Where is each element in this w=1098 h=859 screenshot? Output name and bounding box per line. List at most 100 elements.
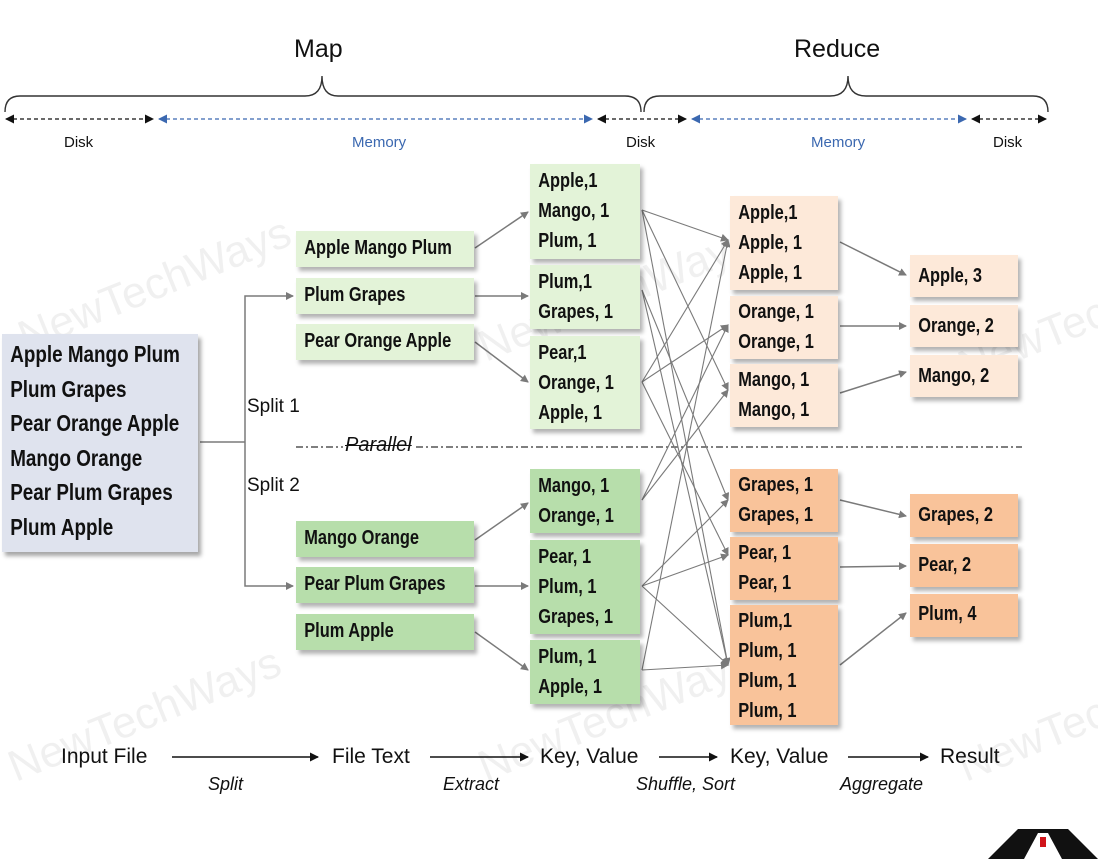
kv-pair: Orange, 1 bbox=[538, 505, 614, 527]
kv-pair: Apple, 1 bbox=[538, 402, 602, 424]
input-file-text: Apple Mango Plum Plum Grapes Pear Orange… bbox=[2, 337, 188, 544]
reduce-kv-text: Plum,1 Plum, 1 Plum, 1 Plum, 1 bbox=[730, 606, 805, 726]
result-box bbox=[910, 594, 1018, 637]
kv-pair: Grapes, 1 bbox=[538, 301, 613, 323]
file-text-label: Mango Orange bbox=[304, 527, 420, 549]
kv-pair: Pear, 1 bbox=[538, 546, 592, 568]
reduce-kv-text: Apple,1 Apple, 1 Apple, 1 bbox=[730, 198, 810, 288]
kv-pair: Mango, 1 bbox=[538, 475, 610, 497]
input-file-box bbox=[2, 334, 198, 552]
kv-pair: Grapes, 1 bbox=[738, 474, 813, 496]
reduce-kv-text: Grapes, 1 Grapes, 1 bbox=[730, 470, 821, 530]
kv-pair: Plum, 1 bbox=[738, 640, 797, 662]
io-label-disk: Disk bbox=[64, 134, 94, 151]
kv-pair: Pear,1 bbox=[538, 342, 587, 364]
kv-pair: Plum, 1 bbox=[538, 230, 597, 252]
result-label: Pear, 2 bbox=[918, 554, 972, 576]
map-kv-text: Pear,1 Orange, 1 Apple, 1 bbox=[530, 338, 622, 428]
flow-stage-file-text: File Text bbox=[332, 745, 410, 768]
io-label-disk: Disk bbox=[626, 134, 656, 151]
file-text-box bbox=[296, 278, 474, 314]
file-text-box bbox=[296, 614, 474, 650]
kv-pair: Plum, 1 bbox=[738, 700, 797, 722]
file-text-label: Plum Grapes bbox=[304, 284, 406, 306]
flow-step-aggregate: Aggregate bbox=[840, 774, 924, 794]
file-text-label: Plum Apple bbox=[304, 620, 394, 642]
map-kv-box bbox=[530, 540, 640, 634]
logo-icon bbox=[988, 829, 1098, 859]
io-label-memory: Memory bbox=[811, 134, 866, 151]
input-line: Plum Apple bbox=[10, 513, 114, 540]
flow-stage-key-value: Key, Value bbox=[540, 745, 639, 768]
kv-pair: Pear, 1 bbox=[738, 542, 792, 564]
flow-step-extract: Extract bbox=[443, 774, 500, 794]
kv-pair: Mango, 1 bbox=[538, 200, 610, 222]
kv-pair: Grapes, 1 bbox=[538, 606, 613, 628]
reduce-header: Reduce bbox=[794, 35, 881, 63]
map-kv-text: Pear, 1 Plum, 1 Grapes, 1 bbox=[530, 542, 621, 632]
split-1-label: Split 1 bbox=[247, 396, 300, 417]
map-kv-box bbox=[530, 265, 640, 329]
result-box bbox=[910, 305, 1018, 347]
kv-pair: Apple,1 bbox=[738, 202, 798, 224]
kv-pair: Plum,1 bbox=[538, 271, 592, 293]
kv-pair: Mango, 1 bbox=[738, 369, 810, 391]
result-label: Plum, 4 bbox=[918, 603, 977, 625]
result-label: Orange, 2 bbox=[918, 315, 994, 337]
map-kv-text: Plum, 1 Apple, 1 bbox=[530, 642, 610, 702]
result-box bbox=[910, 544, 1018, 587]
reduce-kv-text: Orange, 1 Orange, 1 bbox=[730, 297, 822, 357]
map-kv-box bbox=[530, 469, 640, 533]
flow-step-shuffle-sort: Shuffle, Sort bbox=[636, 774, 736, 794]
file-text-label: Apple Mango Plum bbox=[304, 237, 452, 259]
result-label: Grapes, 2 bbox=[918, 504, 993, 526]
input-line: Plum Grapes bbox=[10, 375, 127, 402]
file-text-label: Pear Plum Grapes bbox=[304, 573, 446, 595]
input-line: Pear Orange Apple bbox=[10, 410, 180, 436]
flow-stage-key-value: Key, Value bbox=[730, 745, 829, 768]
map-kv-text: Mango, 1 Orange, 1 bbox=[530, 471, 622, 531]
flow-step-split: Split bbox=[208, 774, 244, 794]
reduce-kv-text: Mango, 1 Mango, 1 bbox=[730, 365, 817, 425]
reduce-kv-box bbox=[730, 537, 838, 600]
result-box bbox=[910, 355, 1018, 397]
reduce-kv-box bbox=[730, 469, 838, 532]
kv-pair: Orange, 1 bbox=[738, 301, 814, 323]
map-kv-box bbox=[530, 336, 640, 429]
flow-stage-result: Result bbox=[940, 745, 1000, 768]
reduce-kv-text: Pear, 1 Pear, 1 bbox=[730, 538, 799, 598]
reduce-kv-box bbox=[730, 364, 838, 427]
result-box bbox=[910, 494, 1018, 537]
map-kv-box bbox=[530, 164, 640, 259]
file-text-box bbox=[296, 567, 474, 603]
map-brace bbox=[4, 75, 642, 113]
reduce-kv-box bbox=[730, 296, 838, 359]
reduce-brace bbox=[643, 75, 1049, 113]
map-header: Map bbox=[294, 35, 343, 63]
result-label: Mango, 2 bbox=[918, 365, 990, 387]
input-line: Pear Plum Grapes bbox=[10, 479, 173, 505]
map-kv-box bbox=[530, 640, 640, 704]
file-text-box bbox=[296, 324, 474, 360]
kv-pair: Apple,1 bbox=[538, 170, 598, 192]
map-kv-text: Apple,1 Mango, 1 Plum, 1 bbox=[530, 166, 617, 256]
kv-pair: Apple, 1 bbox=[738, 262, 802, 284]
result-box bbox=[910, 255, 1018, 297]
parallel-label: Parallel bbox=[343, 434, 414, 457]
reduce-kv-box bbox=[730, 196, 838, 290]
split-2-label: Split 2 bbox=[247, 475, 300, 496]
kv-pair: Plum, 1 bbox=[538, 576, 597, 598]
file-text-label: Pear Orange Apple bbox=[304, 330, 452, 352]
io-label-disk: Disk bbox=[993, 134, 1023, 151]
map-kv-text: Plum,1 Grapes, 1 bbox=[530, 267, 621, 327]
reduce-kv-box bbox=[730, 605, 838, 725]
file-text-box bbox=[296, 231, 474, 267]
kv-pair: Grapes, 1 bbox=[738, 504, 813, 526]
kv-pair: Orange, 1 bbox=[538, 372, 614, 394]
input-line: Mango Orange bbox=[10, 444, 143, 471]
kv-pair: Mango, 1 bbox=[738, 399, 810, 421]
flow-stage-input-file: Input File bbox=[61, 745, 148, 768]
kv-pair: Orange, 1 bbox=[738, 331, 814, 353]
io-label-memory: Memory bbox=[352, 134, 407, 151]
